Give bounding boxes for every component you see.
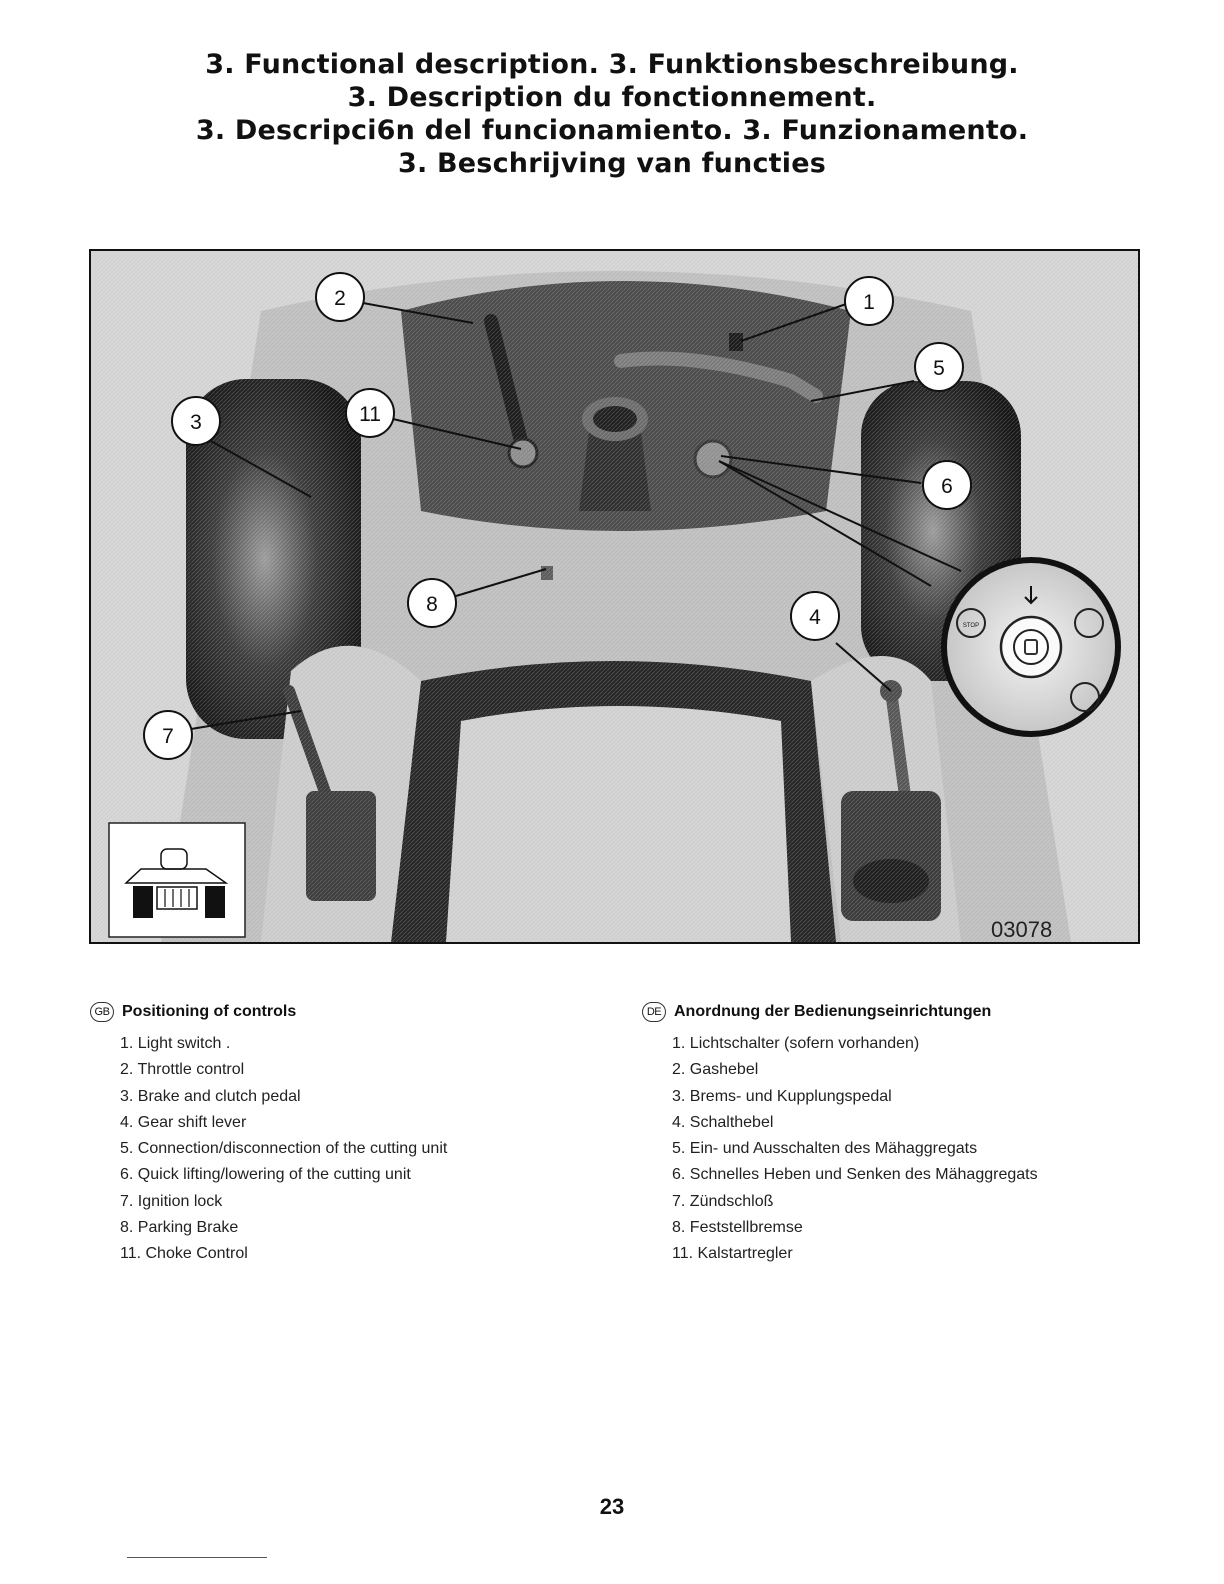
figure-code: 03078	[991, 917, 1052, 942]
callout-6-label: 7	[162, 725, 174, 748]
section-de: DE Anordnung der Bedienungseinrichtungen…	[642, 1001, 1182, 1268]
title-line-4: 3. Beschrijving van functies	[397, 148, 827, 179]
list-item: 6. Quick lifting/lowering of the cutting…	[120, 1166, 411, 1184]
ignition-switch-inset: STOP	[941, 557, 1121, 737]
callout-1-label: 1	[863, 291, 875, 314]
list-item: 2. Gashebel	[672, 1061, 759, 1079]
list-item: 4. Gear shift lever	[120, 1113, 247, 1131]
section-de-list: 1. Lichtschalter (sofern vorhanden) 2. G…	[642, 1031, 1182, 1268]
callout-5: 5	[914, 342, 964, 392]
footer-rule	[127, 1557, 267, 1558]
section-de-title: Anordnung der Bedienungseinrichtungen	[674, 1003, 992, 1020]
list-item: 7. Ignition lock	[120, 1192, 223, 1210]
list-item: 1. Lichtschalter (sofern vorhanden)	[672, 1035, 920, 1052]
callout-6: 7	[143, 710, 193, 760]
callout-11-label: 11	[359, 403, 381, 426]
callout-1: 1	[844, 276, 894, 326]
lang-badge-gb: GB	[90, 1002, 114, 1022]
list-item: 11. Kalstartregler	[672, 1245, 793, 1263]
section-gb: GB Positioning of controls 1. Light swit…	[90, 1001, 610, 1268]
list-item: 1. Light switch .	[120, 1035, 231, 1052]
callout-3-label: 3	[190, 411, 202, 434]
section-gb-heading: GB Positioning of controls	[90, 1001, 610, 1023]
callout-7: 6	[922, 460, 972, 510]
section-de-heading: DE Anordnung der Bedienungseinrichtungen	[642, 1001, 1182, 1023]
list-item: 11. Choke Control	[120, 1245, 248, 1263]
callout-11: 11	[345, 388, 395, 438]
tractor-thumbnail-inset	[108, 822, 246, 938]
list-item: 5. Connection/disconnection of the cutti…	[120, 1140, 448, 1158]
callout-8: 8	[407, 578, 457, 628]
controls-illustration: 2 1 5 11 3 6 8 4	[89, 249, 1140, 944]
section-gb-title: Positioning of controls	[122, 1003, 297, 1020]
title-line-2: 3. Description du fonctionnement.	[347, 82, 877, 113]
callout-4: 4	[790, 591, 840, 641]
callout-2-label: 2	[334, 287, 346, 310]
callout-8-label: 8	[426, 593, 438, 616]
list-item: 5. Ein- und Ausschalten des Mähaggregats	[672, 1140, 978, 1158]
list-item: 4. Schalthebel	[672, 1113, 774, 1131]
page-titles: 3. Functional description. 3. Funktionsb…	[0, 48, 1224, 180]
title-line-1: 3. Functional description. 3. Funktionsb…	[205, 49, 1019, 80]
list-item: 3. Brems- und Kupplungspedal	[672, 1087, 892, 1105]
page-number: 23	[599, 1494, 625, 1519]
list-item: 8. Parking Brake	[120, 1219, 239, 1237]
callout-4-label: 4	[809, 606, 821, 629]
list-item: 8. Feststellbremse	[672, 1219, 803, 1237]
callout-5-label: 5	[933, 357, 945, 380]
list-item: 3. Brake and clutch pedal	[120, 1087, 301, 1105]
callout-7-label: 6	[941, 475, 953, 498]
callout-2: 2	[315, 272, 365, 322]
list-item: 7. Zündschloß	[672, 1192, 774, 1210]
lang-badge-de: DE	[642, 1002, 666, 1022]
key-stop-label: STOP	[963, 623, 979, 629]
list-item: 2. Throttle control	[120, 1061, 245, 1079]
title-line-3: 3. Descripci6n del funcionamiento. 3. Fu…	[195, 115, 1029, 146]
callout-3: 3	[171, 396, 221, 446]
list-item: 6. Schnelles Heben und Senken des Mähagg…	[672, 1166, 1038, 1184]
section-gb-list: 1. Light switch . 2. Throttle control 3.…	[90, 1031, 610, 1268]
